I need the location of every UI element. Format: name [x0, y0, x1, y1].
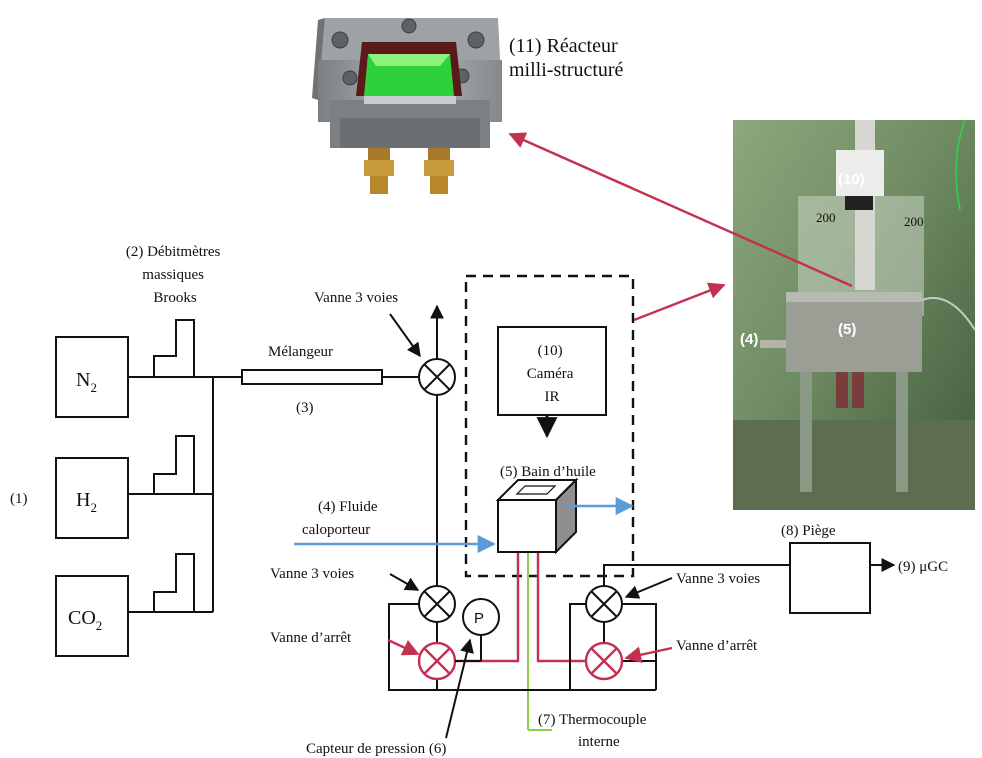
photo-label-5: (5): [838, 321, 856, 338]
setup-photo: 200 200 (10) (4) (5): [733, 119, 976, 510]
mfc-h2: [153, 435, 195, 494]
n2-bottle: [55, 336, 129, 418]
stop-valve-right-label: Vanne d’arrêt: [676, 638, 758, 654]
gas-supply: N2 H2 CO2 (1): [10, 336, 129, 657]
pressure-sensor-label: Capteur de pression (6): [306, 741, 446, 757]
valve3-top-label: Vanne 3 voies: [314, 290, 398, 306]
reactor-fittings: [364, 148, 454, 194]
trap: [789, 542, 871, 614]
photo-board-200-right: 200: [904, 214, 924, 229]
mfc-label: (2) Débitmètres massiques Brooks: [126, 244, 224, 306]
mass-flow-controllers: [128, 319, 214, 613]
three-way-valve-top: [418, 358, 456, 396]
oil-bath: [495, 477, 579, 555]
gas-supply-label: (1): [10, 491, 28, 507]
thermocouple-label: (7) Thermocouple interne: [538, 712, 650, 750]
co2-bottle: [55, 575, 129, 657]
reactor-outlet-line: [536, 553, 586, 663]
mixer-label: Mélangeur: [268, 344, 333, 360]
bath-to-photo-arrow: [633, 282, 726, 322]
pressure-gauge: P: [455, 598, 500, 662]
gc-label: (9) μGC: [898, 559, 948, 575]
photo-board-200-left: 200: [816, 210, 836, 225]
n2-label: N2: [76, 369, 97, 395]
mfc-co2: [153, 553, 195, 612]
heat-fluid-label: (4) Fluide caloporteur: [302, 499, 381, 538]
reactor-label: (11) Réacteur milli-structuré: [509, 35, 624, 81]
svg-text:P: P: [474, 610, 484, 627]
stop-valve-left: [417, 641, 457, 681]
three-way-valve-right: [585, 585, 623, 623]
h2-label: H2: [76, 489, 97, 515]
thermal-enclosure: [464, 274, 635, 578]
co2-label: CO2: [68, 607, 102, 633]
h2-bottle: [55, 457, 129, 539]
stop-valve-left-label: Vanne d’arrêt: [270, 630, 352, 646]
trap-label: (8) Piège: [781, 523, 836, 539]
valve3-right-label: Vanne 3 voies: [676, 571, 760, 587]
photo-label-10: (10): [838, 171, 865, 188]
mfc-n2: [153, 319, 195, 376]
valve3-left-label: Vanne 3 voies: [270, 566, 354, 582]
photo-label-4: (4): [740, 331, 758, 348]
oil-bath-label: (5) Bain d’huile: [500, 464, 596, 480]
mixer: [241, 369, 383, 385]
mixer-number: (3): [296, 400, 314, 416]
reactor-illustration: [312, 18, 502, 194]
ir-camera-label: (10) Caméra IR: [527, 343, 577, 405]
ir-camera: [497, 326, 607, 416]
stop-valve-right: [584, 641, 624, 681]
photo-to-reactor-arrow: [508, 132, 853, 288]
three-way-valve-left: [418, 585, 456, 623]
